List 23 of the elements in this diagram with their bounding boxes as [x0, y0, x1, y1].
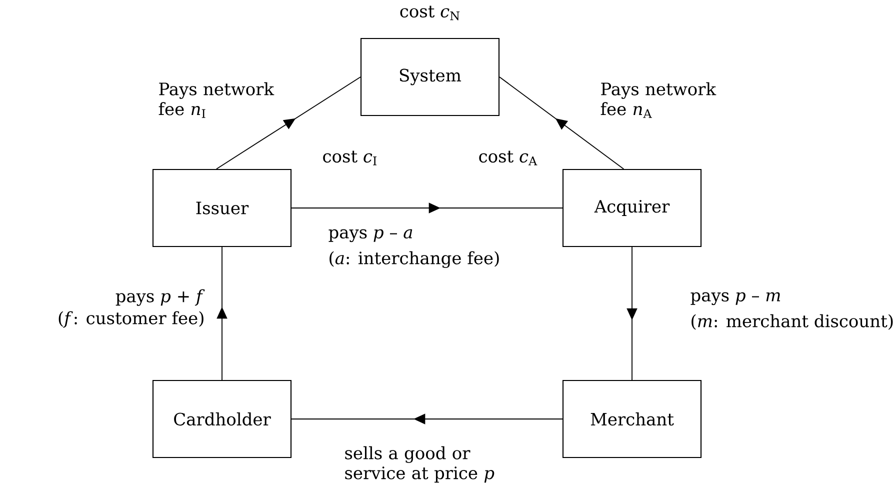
note-label: (a: interchange fee) — [330, 251, 499, 268]
edge-label: pays p – m — [690, 292, 780, 306]
note-label: (f: customer fee) — [58, 311, 204, 328]
note-label: (m: merchant discount) — [692, 314, 893, 330]
edge-label: Pays network fee n$_{I}$ — [158, 82, 274, 118]
edge-label: pays p – a — [328, 229, 412, 242]
arrow — [216, 76, 361, 170]
entity-box: System — [360, 38, 500, 116]
arrow — [291, 202, 563, 214]
arrow — [216, 246, 228, 380]
cost-label: cost c$_{N}$ — [400, 6, 460, 20]
entity-box: Acquirer — [562, 168, 702, 248]
entity-box: Merchant — [562, 380, 702, 458]
edge-label: sells a good or service at price p — [345, 446, 494, 483]
arrow — [626, 246, 638, 380]
cost-label: cost c$_{A}$ — [479, 150, 538, 166]
entity-box: Cardholder — [152, 380, 292, 458]
arrow — [291, 414, 563, 424]
edge-label: Pays network fee n$_{A}$ — [600, 82, 716, 118]
edge-label: pays p + f — [116, 289, 205, 306]
arrow — [499, 76, 624, 170]
entity-box: Issuer — [152, 168, 292, 248]
cost-label: cost c$_{I}$ — [323, 150, 376, 166]
